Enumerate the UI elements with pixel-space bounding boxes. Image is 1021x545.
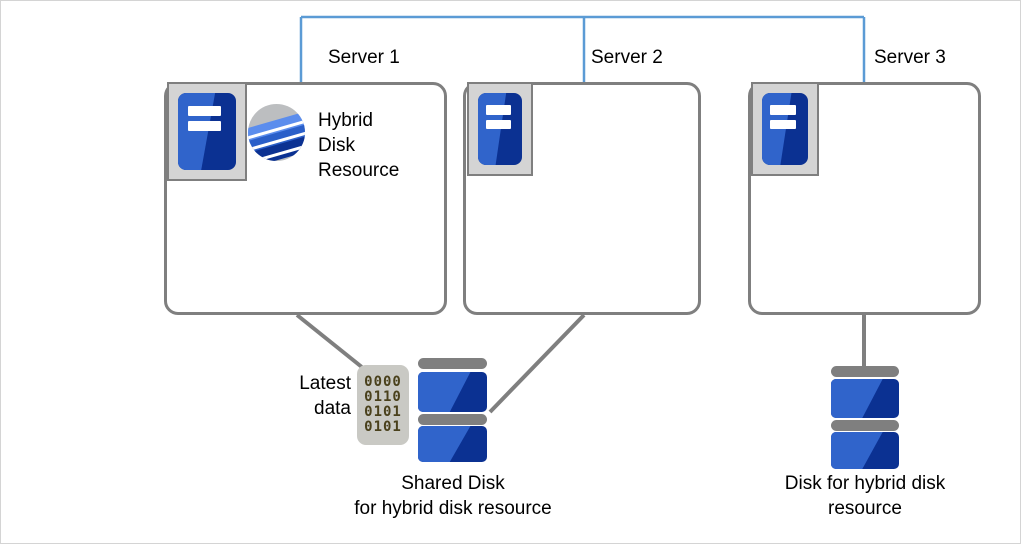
server3-disk-caption-line-1: Disk for hybrid disk bbox=[784, 473, 946, 494]
hybrid-disk-resource-label: Hybrid Disk Resource bbox=[318, 108, 399, 183]
binary-row-1: 0000 bbox=[364, 374, 402, 390]
server-icon-2-bar-bottom bbox=[485, 119, 511, 129]
hybrid-label-line-1: Hybrid bbox=[318, 110, 373, 131]
server3-disk-platter-top bbox=[831, 379, 899, 418]
server3-disk-rim-middle bbox=[831, 420, 899, 431]
server-icon-3-bar-bottom bbox=[770, 119, 797, 129]
shared-disk-platter-bottom bbox=[418, 426, 487, 462]
binary-row-4: 0101 bbox=[364, 419, 402, 435]
server-icon-1-bar-bottom bbox=[188, 121, 221, 132]
server-icon-3-face bbox=[762, 93, 808, 165]
link-server2-to-shared-disk bbox=[488, 313, 586, 414]
server-3-label: Server 3 bbox=[874, 47, 946, 68]
server-icon-2-bar-top bbox=[485, 105, 511, 115]
server-icon-2 bbox=[467, 82, 533, 176]
latest-data-line-2: data bbox=[314, 398, 351, 419]
shared-disk-caption-line-1: Shared Disk bbox=[401, 473, 505, 494]
server3-disk-caption: Disk for hybrid disk resource bbox=[739, 471, 991, 521]
server-icon-3 bbox=[751, 82, 819, 176]
hybrid-disk-resource-icon bbox=[248, 104, 305, 161]
hybrid-label-line-2: Disk bbox=[318, 135, 355, 156]
server-1-box[interactable] bbox=[164, 82, 447, 315]
binary-row-3: 0101 bbox=[364, 404, 402, 420]
server-icon-2-face bbox=[478, 93, 522, 165]
server-icon-1 bbox=[167, 82, 247, 181]
server-icon-3-bar-top bbox=[770, 105, 797, 115]
binary-data-block: 0000 0110 0101 0101 bbox=[357, 365, 409, 445]
server3-disk-platter-bottom bbox=[831, 432, 899, 469]
shared-disk-platter-top bbox=[418, 372, 487, 412]
shared-disk-rim-top bbox=[418, 358, 487, 369]
shared-disk-caption: Shared Disk for hybrid disk resource bbox=[298, 471, 608, 521]
shared-disk-rim-middle bbox=[418, 414, 487, 425]
binary-row-2: 0110 bbox=[364, 389, 402, 405]
latest-data-label: Latest data bbox=[246, 371, 351, 421]
server-1-label: Server 1 bbox=[328, 47, 400, 68]
server3-disk-graphic[interactable] bbox=[831, 366, 899, 469]
server3-disk-caption-line-2: resource bbox=[828, 498, 902, 519]
server-2-label: Server 2 bbox=[591, 47, 663, 68]
server-icon-1-face bbox=[178, 93, 236, 170]
server3-disk-rim-top bbox=[831, 366, 899, 377]
shared-disk-graphic[interactable] bbox=[418, 358, 487, 462]
hybrid-label-line-3: Resource bbox=[318, 160, 400, 181]
latest-data-line-1: Latest bbox=[299, 373, 351, 394]
server-icon-1-bar-top bbox=[188, 106, 221, 117]
shared-disk-caption-line-2: for hybrid disk resource bbox=[354, 498, 552, 519]
